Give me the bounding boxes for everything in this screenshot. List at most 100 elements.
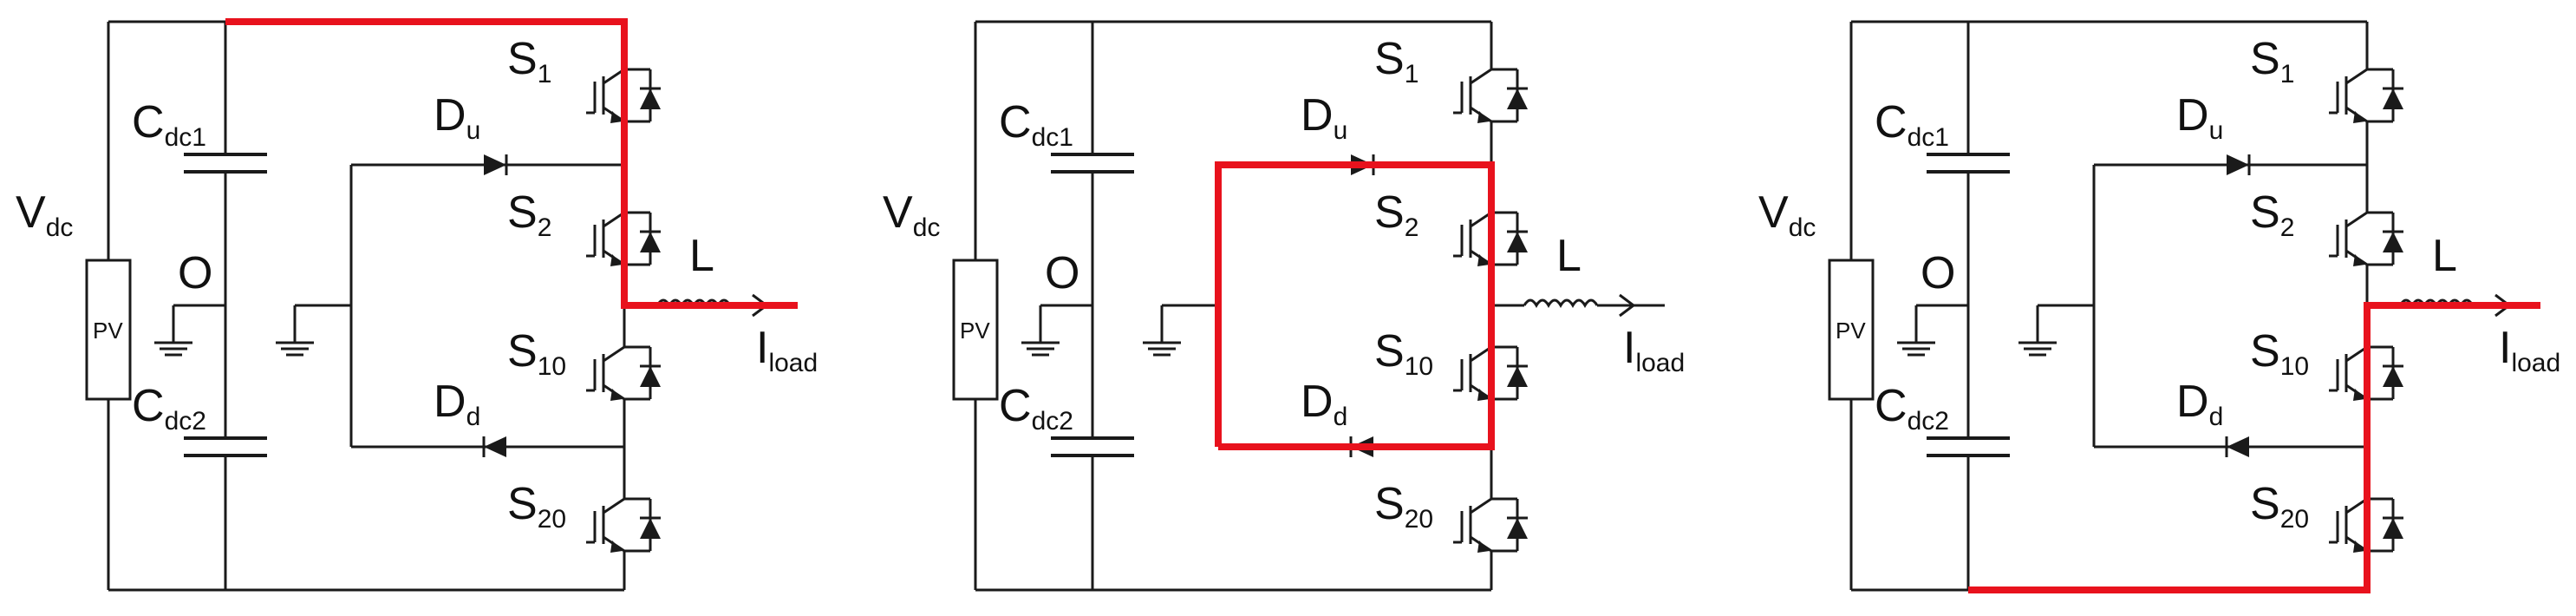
dd-label-main: D: [434, 377, 466, 427]
du-label-sub: u: [1334, 116, 1348, 145]
s1-label-main: S: [2250, 34, 2280, 84]
iload-label-main: I: [756, 323, 768, 373]
cdc1-label-sub: dc1: [1032, 123, 1073, 152]
vdc-label-main: V: [883, 187, 913, 238]
pv-label: PV: [93, 318, 123, 344]
cdc1-label-sub: dc1: [1908, 123, 1949, 152]
s1-label: S1: [1374, 34, 1418, 88]
du-label-sub: u: [2209, 116, 2224, 145]
l-label: L: [1556, 231, 1581, 281]
du-label-main: D: [434, 90, 466, 141]
cdc2-label: Cdc2: [999, 381, 1073, 436]
cdc2-label: Cdc2: [1875, 381, 1949, 436]
cdc2-label-sub: dc2: [165, 407, 206, 436]
s2-label-sub: 2: [538, 213, 552, 242]
s20-label-sub: 20: [1405, 505, 1433, 534]
cdc2-label: Cdc2: [132, 381, 206, 436]
cdc2-label-sub: dc2: [1032, 407, 1073, 436]
cdc1-label: Cdc1: [1875, 97, 1949, 152]
cdc1-label-main: C: [1875, 97, 1908, 147]
s20-label-main: S: [2250, 479, 2280, 529]
s2-label-main: S: [2250, 187, 2280, 238]
cdc2-label-main: C: [999, 381, 1032, 431]
du-label: Du: [1301, 90, 1347, 145]
vdc-label: Vdc: [1758, 187, 1816, 242]
du-label-main: D: [2176, 90, 2209, 141]
s20-label: S20: [1374, 479, 1433, 534]
s1-label: S1: [2250, 34, 2294, 88]
iload-label-sub: load: [768, 349, 818, 377]
iload-label-main: I: [2499, 323, 2511, 373]
dd-label-sub: d: [466, 403, 481, 431]
s10-label-sub: 10: [2280, 352, 2309, 381]
vdc-label-sub: dc: [46, 213, 74, 242]
s2-label: S2: [507, 187, 551, 242]
iload-label: Iload: [1623, 323, 1685, 377]
s20-label-main: S: [1374, 479, 1405, 529]
o-label-main: O: [1045, 248, 1079, 298]
dd-label: Dd: [2176, 377, 2223, 431]
du-label: Du: [2176, 90, 2223, 145]
s1-label: S1: [507, 34, 551, 88]
s20-label: S20: [2250, 479, 2309, 534]
iload-label-sub: load: [1635, 349, 1685, 377]
s10-label: S10: [2250, 326, 2309, 381]
l-label: L: [689, 231, 714, 281]
iload-label: Iload: [2499, 323, 2560, 377]
s10-label-sub: 10: [1405, 352, 1433, 381]
vdc-label-main: V: [1758, 187, 1789, 238]
s10-label-sub: 10: [538, 352, 566, 381]
s2-label: S2: [1374, 187, 1418, 242]
cdc1-label-sub: dc1: [165, 123, 206, 152]
dd-label-main: D: [2176, 377, 2209, 427]
l-label-main: L: [689, 231, 714, 281]
s2-label-main: S: [507, 187, 538, 238]
du-label-sub: u: [466, 116, 481, 145]
cdc1-label: Cdc1: [132, 97, 206, 152]
s20-label: S20: [507, 479, 566, 534]
o-label: O: [1921, 248, 1955, 298]
cdc1-label-main: C: [132, 97, 165, 147]
s1-label-sub: 1: [1405, 60, 1419, 88]
s20-label-main: S: [507, 479, 538, 529]
s2-label-sub: 2: [1405, 213, 1419, 242]
du-label-main: D: [1301, 90, 1334, 141]
dd-label-main: D: [1301, 377, 1334, 427]
s2-label-main: S: [1374, 187, 1405, 238]
s20-label-sub: 20: [2280, 505, 2309, 534]
s10-label: S10: [507, 326, 566, 381]
current-path-b: [1215, 161, 1495, 450]
dd-label: Dd: [434, 377, 480, 431]
l-label: L: [2432, 231, 2457, 281]
s10-label-main: S: [2250, 326, 2280, 377]
s10-label-main: S: [507, 326, 538, 377]
vdc-label: Vdc: [883, 187, 940, 242]
s1-label-sub: 1: [2280, 60, 2295, 88]
iload-label-sub: load: [2511, 349, 2560, 377]
o-label: O: [178, 248, 212, 298]
vdc-label-sub: dc: [1789, 213, 1816, 242]
o-label-main: O: [178, 248, 212, 298]
dd-label-sub: d: [1334, 403, 1348, 431]
l-label-main: L: [1556, 231, 1581, 281]
o-label-main: O: [1921, 248, 1955, 298]
current-path-c: [1968, 302, 2540, 593]
pv-label: PV: [960, 318, 990, 344]
l-label-main: L: [2432, 231, 2457, 281]
cdc2-label-main: C: [1875, 381, 1908, 431]
pv-label: PV: [1836, 318, 1866, 344]
current-path-a: [225, 18, 798, 309]
s1-label-main: S: [507, 34, 538, 84]
vdc-label-main: V: [16, 187, 46, 238]
du-label: Du: [434, 90, 480, 145]
s1-label-sub: 1: [538, 60, 552, 88]
vdc-label: Vdc: [16, 187, 73, 242]
s2-label: S2: [2250, 187, 2294, 242]
iload-label-main: I: [1623, 323, 1635, 373]
s10-label-main: S: [1374, 326, 1405, 377]
cdc2-label-sub: dc2: [1908, 407, 1949, 436]
cdc2-label-main: C: [132, 381, 165, 431]
dd-label: Dd: [1301, 377, 1347, 431]
